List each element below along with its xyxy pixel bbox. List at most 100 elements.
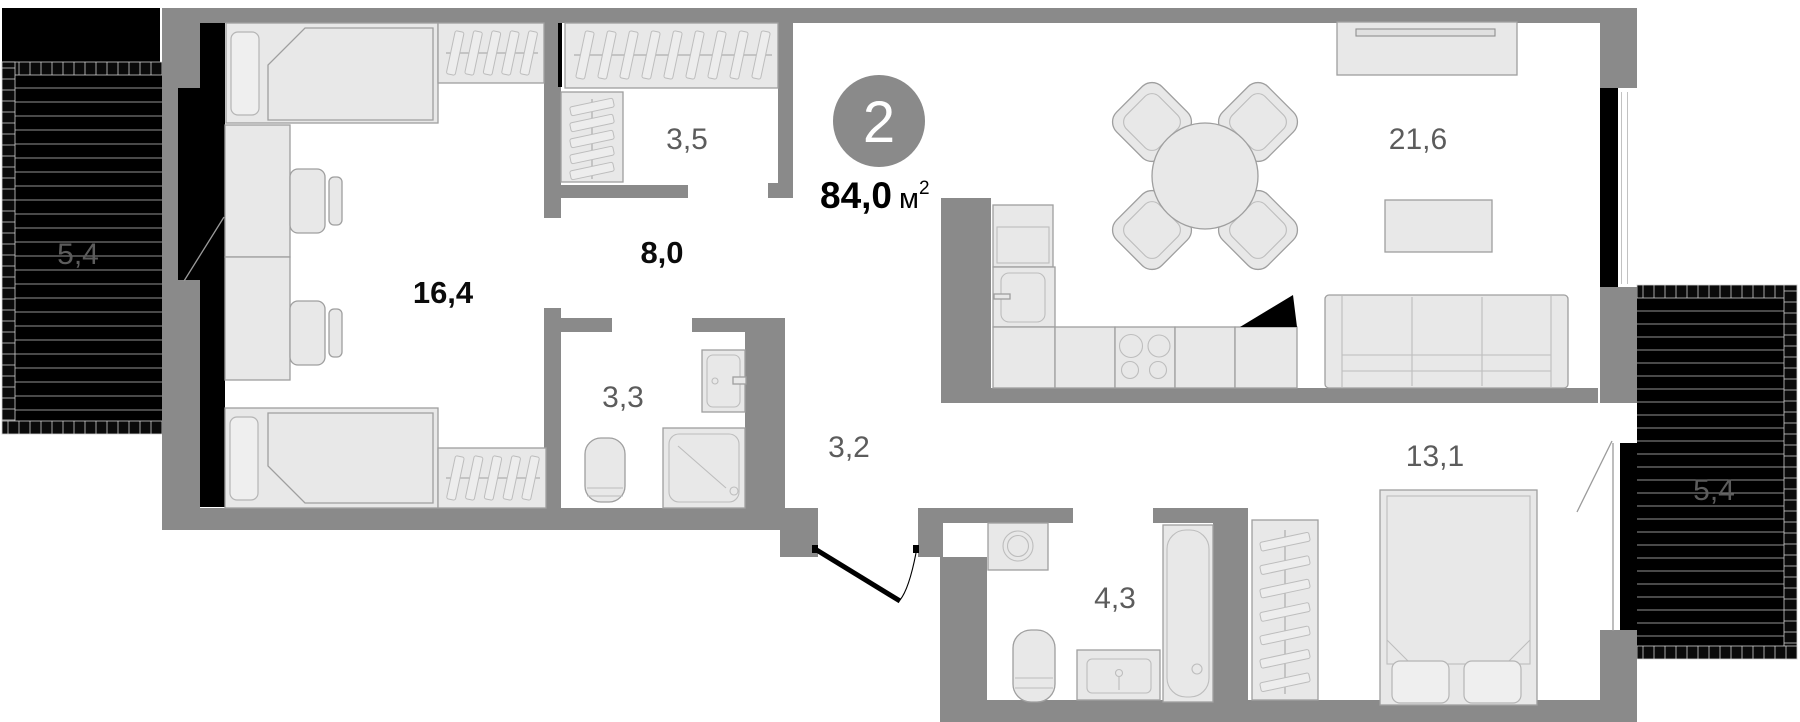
desk-icon-2 xyxy=(224,256,343,381)
shower-room-furniture xyxy=(584,349,747,509)
desk-icon-1 xyxy=(224,124,343,258)
glazing xyxy=(178,23,1637,631)
wardrobe-room-furniture xyxy=(560,22,779,183)
area-label-wardrobe-room: 3,5 xyxy=(666,123,708,156)
room-count-number: 2 xyxy=(863,90,895,155)
kitchen-furniture xyxy=(992,204,1298,389)
neighbor-loggia-strip xyxy=(2,8,160,62)
loggia-left-border-bottom xyxy=(1,420,167,435)
sofa-icon xyxy=(1324,294,1569,389)
counter-end-marker xyxy=(1240,295,1297,327)
entrance-door-arc xyxy=(899,552,917,601)
balcony-door-left-swing xyxy=(183,216,225,282)
loggia-right-border-top xyxy=(1636,284,1798,299)
stove-icon xyxy=(1114,326,1176,389)
area-label-kitchen-living: 21,6 xyxy=(1389,123,1447,156)
wall-shower-top-right xyxy=(692,318,745,332)
wardrobe-icon-closet-top xyxy=(564,22,779,89)
loggia-left-deck xyxy=(14,74,164,422)
window-right xyxy=(1600,88,1618,287)
wall-living-west xyxy=(778,8,793,185)
kitchen-sink-icon xyxy=(992,266,1056,328)
shower-icon xyxy=(662,427,746,509)
wall-bedroom-right-upper xyxy=(544,23,561,218)
loggia-right: 5,4 xyxy=(1636,284,1798,660)
kitchen-counter-corner xyxy=(992,326,1056,389)
loggia-left: 5,4 xyxy=(1,8,167,435)
pillow-icon-2 xyxy=(1463,660,1522,704)
wall-closet-bottom xyxy=(561,185,688,198)
wall-kitchen-bottom xyxy=(941,388,1598,403)
balcony-door-right xyxy=(1620,443,1637,630)
coffee-table-icon xyxy=(1384,199,1493,253)
wall-top xyxy=(162,8,1637,23)
bedroom-master-furniture xyxy=(1251,489,1538,706)
kitchen-counter-2 xyxy=(1174,326,1236,389)
dining-table-icon xyxy=(1151,122,1259,230)
wardrobe-icon-master xyxy=(1251,519,1319,701)
wall-living-west-foot xyxy=(768,183,793,198)
balcony-door-left xyxy=(178,88,200,280)
double-bed-icon xyxy=(1379,489,1538,706)
pillow-icon-1 xyxy=(1391,660,1450,704)
wall-kitchen-shaft xyxy=(941,198,991,403)
wall-entry-left xyxy=(780,508,818,557)
washing-machine-icon xyxy=(987,522,1049,571)
wall-bottom-left xyxy=(162,508,792,530)
chair-icon-1 xyxy=(289,168,326,234)
living-furniture xyxy=(1324,21,1569,389)
entrance-door-hinge-right xyxy=(913,545,919,553)
wall-bedroom-right-lower xyxy=(544,308,561,530)
area-label-bathroom: 4,3 xyxy=(1094,582,1136,615)
entrance-door-icon xyxy=(812,545,919,604)
bathroom-furniture xyxy=(987,522,1214,703)
loggia-left-deck-lines xyxy=(14,87,164,411)
area-label-shower-room: 3,3 xyxy=(602,381,644,414)
wall-shower-right xyxy=(745,318,785,530)
loggia-right-deck xyxy=(1637,298,1784,646)
loggia-right-area-label: 5,4 xyxy=(1693,474,1735,507)
fridge-icon xyxy=(992,204,1054,268)
toilet-icon-small xyxy=(584,437,626,503)
wall-bathroom-bedroom-divider xyxy=(1213,508,1248,702)
loggia-left-area-label: 5,4 xyxy=(57,238,99,271)
bedroom-children-furniture xyxy=(224,22,547,509)
wardrobe-icon-top xyxy=(437,22,545,84)
loggia-left-border-top xyxy=(1,61,167,76)
sink-icon-small xyxy=(701,349,747,413)
entrance-door-leaf xyxy=(813,546,902,604)
wall-right-middle xyxy=(1600,287,1637,403)
kitchen-counter-3 xyxy=(1234,326,1298,389)
single-bed-top-icon xyxy=(225,22,439,124)
tv-console-icon xyxy=(1336,21,1518,76)
loggia-right-border-bottom xyxy=(1636,645,1798,660)
wardrobe-icon-bottom xyxy=(437,447,547,509)
room-labels: 16,4 3,5 8,0 3,3 3,2 21,6 4,3 13,1 xyxy=(413,123,1464,615)
window-left xyxy=(200,23,225,507)
sink-icon-large xyxy=(1076,649,1161,701)
loggia-right-border-right xyxy=(1783,284,1798,660)
chair-icon-2 xyxy=(289,300,326,366)
bedroom-door-swing xyxy=(1576,440,1613,513)
dining-set-icon xyxy=(1111,81,1299,271)
area-label-entry-hall: 3,2 xyxy=(828,431,870,464)
wall-right-upper xyxy=(1600,8,1637,88)
area-label-bedroom-master: 13,1 xyxy=(1406,440,1464,473)
wall-bathroom-left xyxy=(940,557,987,705)
wall-right-lower xyxy=(1600,630,1637,722)
single-bed-bottom-icon xyxy=(224,407,439,509)
loggia-left-border-left xyxy=(1,61,16,435)
tv-icon xyxy=(1355,28,1496,37)
wardrobe-divider-strip xyxy=(558,23,562,87)
area-label-bedroom-children: 16,4 xyxy=(413,275,474,310)
wall-bathroom-top-left xyxy=(918,508,1073,523)
toilet-icon-large xyxy=(1012,629,1056,703)
kitchen-counter-1 xyxy=(1054,326,1116,389)
area-label-hallway: 8,0 xyxy=(640,235,683,270)
bathtub-icon xyxy=(1162,524,1214,703)
loggia-right-deck-lines xyxy=(1637,310,1784,637)
